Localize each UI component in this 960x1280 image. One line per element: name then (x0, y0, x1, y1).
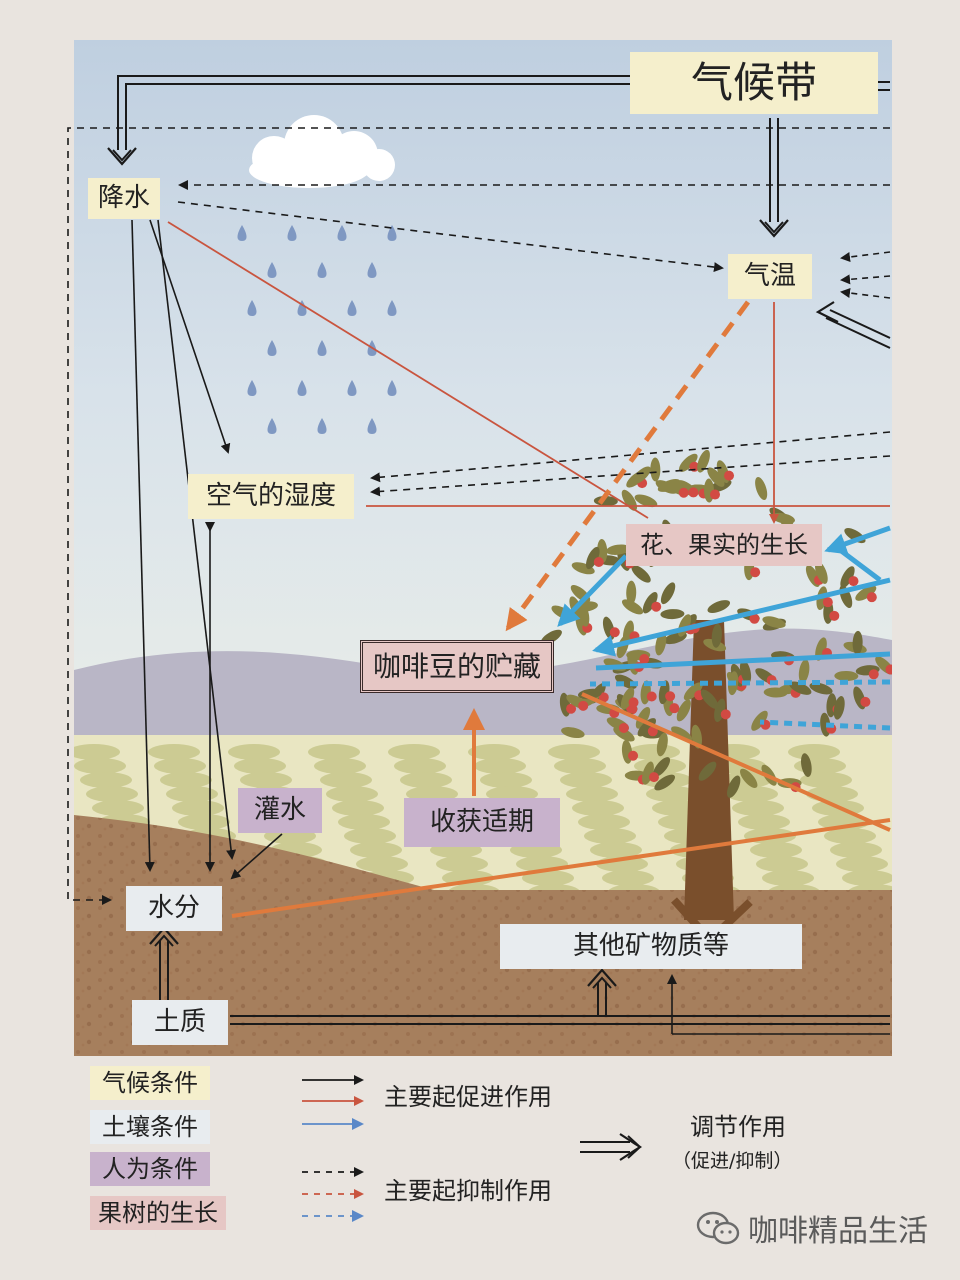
legend-tree-growth: 果树的生长 (90, 1196, 226, 1230)
legend-human-conditions: 人为条件 (90, 1152, 210, 1186)
node-harvest-timing: 收获适期 (404, 798, 561, 847)
legend-inhibit-label: 主要起抑制作用 (384, 1177, 552, 1205)
watermark-text: 咖啡精品生活 (748, 1214, 928, 1249)
legend-regulate-sub: （促进/抑制） (672, 1150, 793, 1172)
node-soil: 土质 (132, 1000, 229, 1045)
node-bean-storage: 咖啡豆的贮藏 (360, 640, 555, 693)
node-minerals: 其他矿物质等 (500, 924, 802, 969)
node-temperature: 气温 (728, 254, 813, 299)
watermark: 咖啡精品生活 (696, 1206, 928, 1250)
legend-climate-conditions: 气候条件 (90, 1066, 210, 1100)
node-precipitation: 降水 (88, 178, 161, 219)
legend-promote-label: 主要起促进作用 (384, 1083, 552, 1111)
legend-regulate-label: 调节作用 (690, 1113, 786, 1141)
cloud-icon (249, 115, 395, 188)
node-climate-zone: 气候带 (630, 52, 878, 114)
node-flower-fruit-growth: 花、果实的生长 (626, 524, 822, 566)
node-humidity: 空气的湿度 (188, 474, 355, 519)
wechat-icon (696, 1211, 740, 1245)
node-irrigation: 灌水 (238, 788, 323, 833)
raindrops (237, 225, 397, 434)
node-moisture: 水分 (126, 886, 223, 931)
legend-soil-conditions: 土壤条件 (90, 1110, 210, 1144)
